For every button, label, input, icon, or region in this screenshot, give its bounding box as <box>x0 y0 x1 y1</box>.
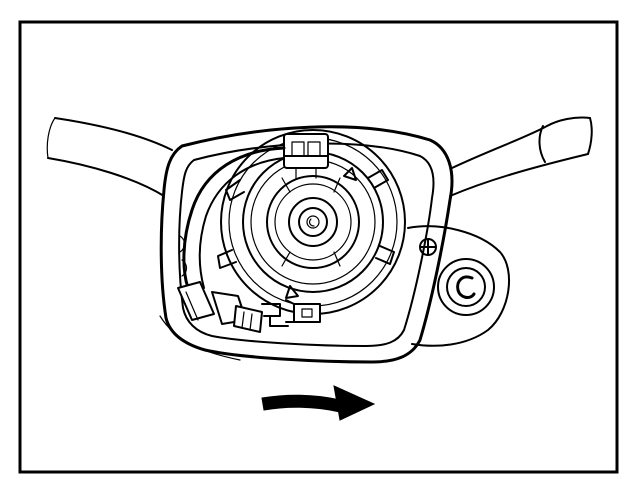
lower-connectors <box>177 281 289 333</box>
screw-head-icon <box>419 238 437 256</box>
right-mount <box>407 225 511 347</box>
rotate-right-arrow-icon <box>261 385 376 421</box>
figure-border <box>18 20 619 474</box>
coil-latch <box>285 299 321 323</box>
left-lever-stalk <box>46 117 173 197</box>
column-cover-housing <box>159 125 454 364</box>
upper-connector <box>283 133 329 179</box>
right-lever-stalk <box>449 116 593 197</box>
